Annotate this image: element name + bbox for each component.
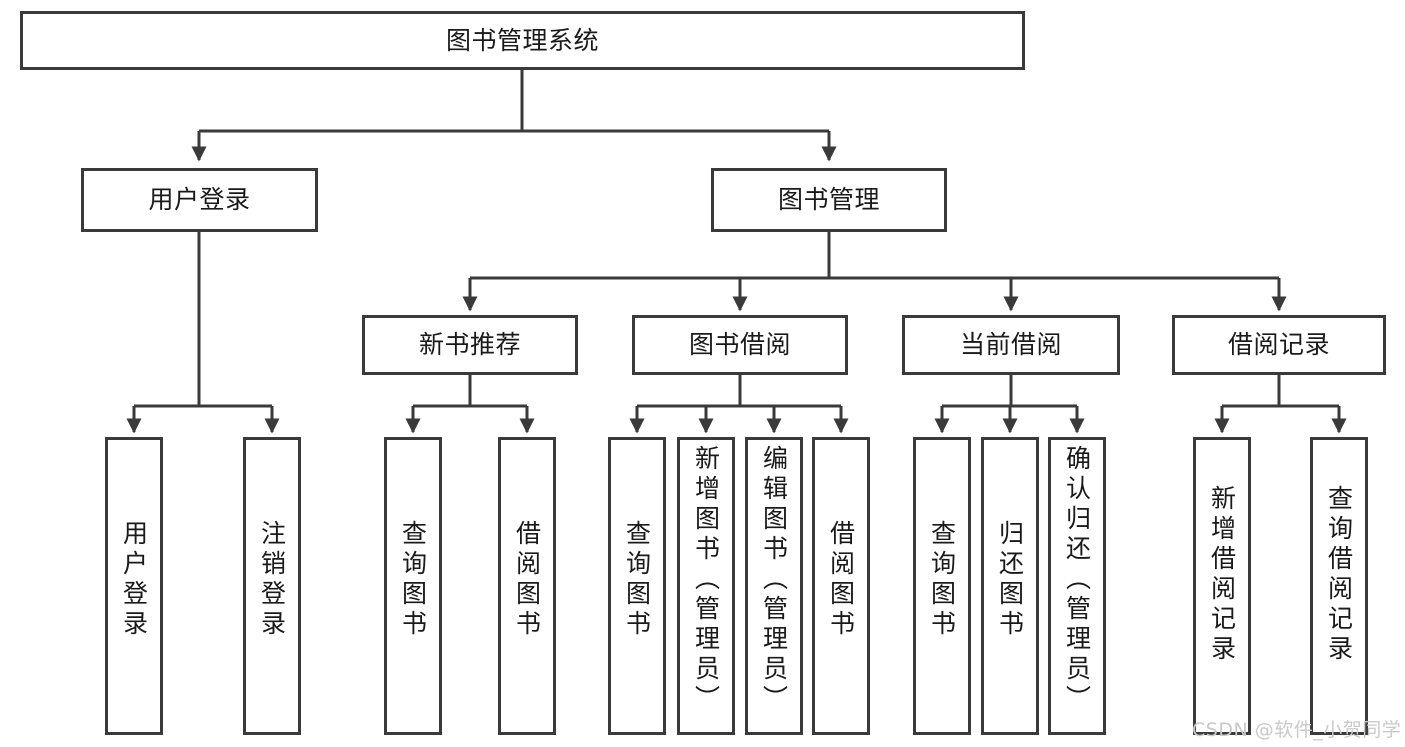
leaf-borrow-record-query-record[interactable]: 查询借阅记录: [1310, 437, 1368, 735]
node-label: 新增借阅记录: [1207, 485, 1237, 665]
node-borrow-record[interactable]: 借阅记录: [1172, 315, 1386, 375]
node-label: 当前借阅: [959, 330, 1062, 360]
leaf-new-book-query-book[interactable]: 查询图书: [384, 437, 442, 735]
node-label: 用户登录: [148, 185, 251, 215]
node-label: 借阅图书: [826, 520, 856, 640]
node-current-borrow[interactable]: 当前借阅: [902, 315, 1120, 375]
node-book-management[interactable]: 图书管理: [711, 168, 947, 232]
leaf-current-borrow-return-book[interactable]: 归还图书: [981, 437, 1039, 735]
node-label: 查询图书: [622, 520, 652, 640]
node-label: 借阅记录: [1227, 330, 1330, 360]
node-user-login[interactable]: 用户登录: [81, 168, 318, 232]
leaf-user-login-login[interactable]: 用户登录: [105, 437, 163, 735]
node-root-book-management-system[interactable]: 图书管理系统: [20, 11, 1025, 70]
leaf-borrow-record-add-record[interactable]: 新增借阅记录: [1193, 437, 1251, 735]
leaf-new-book-borrow-book[interactable]: 借阅图书: [498, 437, 556, 735]
node-label: 图书管理: [777, 185, 880, 215]
leaf-current-borrow-query-book[interactable]: 查询图书: [913, 437, 971, 735]
node-new-book-recommend[interactable]: 新书推荐: [362, 315, 578, 375]
node-label: 归还图书: [995, 520, 1025, 640]
node-label: 确认归还（管理员）: [1062, 445, 1092, 715]
leaf-book-borrow-edit-book-admin[interactable]: 编辑图书（管理员）: [745, 437, 803, 735]
leaf-current-borrow-confirm-return-admin[interactable]: 确认归还（管理员）: [1048, 437, 1106, 735]
leaf-book-borrow-add-book-admin[interactable]: 新增图书（管理员）: [677, 437, 735, 735]
leaf-book-borrow-borrow-book[interactable]: 借阅图书: [812, 437, 870, 735]
node-label: 查询图书: [398, 520, 428, 640]
node-label: 图书借阅: [688, 330, 791, 360]
node-label: 编辑图书（管理员）: [759, 445, 789, 715]
node-label: 借阅图书: [512, 520, 542, 640]
node-label: 图书管理系统: [445, 25, 599, 55]
node-label: 查询借阅记录: [1324, 485, 1354, 665]
node-label: 用户登录: [119, 520, 149, 640]
leaf-book-borrow-query-book[interactable]: 查询图书: [608, 437, 666, 735]
node-label: 查询图书: [927, 520, 957, 640]
node-label: 新书推荐: [418, 330, 521, 360]
node-book-borrow[interactable]: 图书借阅: [632, 315, 848, 375]
node-label: 注销登录: [257, 520, 287, 640]
node-label: 新增图书（管理员）: [691, 445, 721, 715]
leaf-user-login-logout[interactable]: 注销登录: [243, 437, 301, 735]
